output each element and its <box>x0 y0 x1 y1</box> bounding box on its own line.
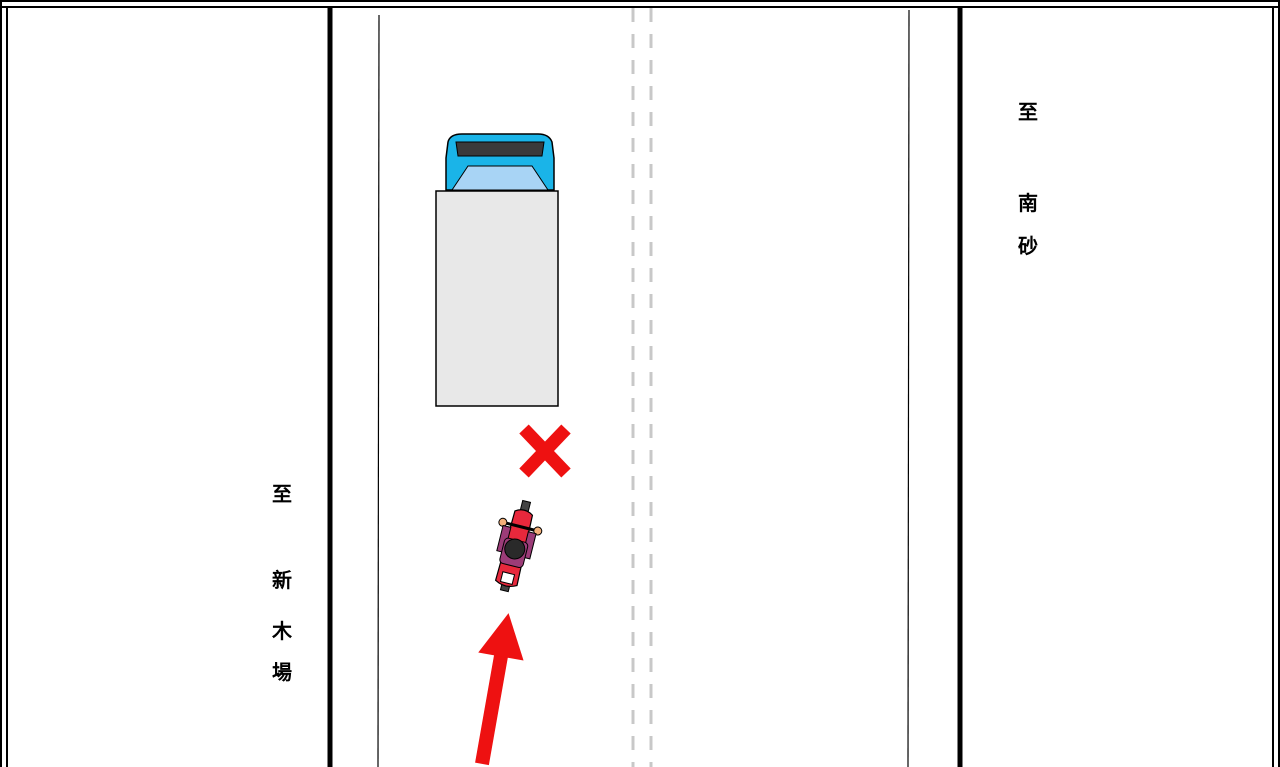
arrow-up-icon <box>475 613 524 766</box>
right-destination-to-label: 至 <box>1018 100 1038 124</box>
left-destination-char-3: 場 <box>272 660 292 684</box>
left-curb-line <box>377 14 380 767</box>
truck-roof <box>455 141 545 157</box>
left-destination-char-1: 新 <box>272 568 292 592</box>
motorcycle-icon <box>494 499 543 593</box>
right-curb-line <box>907 9 910 767</box>
truck-cargo <box>435 190 559 407</box>
x-mark-icon <box>519 424 571 478</box>
motorcycle-handlebar <box>502 520 539 533</box>
rider-helmet <box>504 538 526 560</box>
truck-icon <box>435 133 559 407</box>
center-line <box>631 8 653 767</box>
left-destination-to-label: 至 <box>272 482 292 506</box>
right-destination-char-1: 南 <box>1018 191 1038 215</box>
truck-windshield <box>451 165 549 191</box>
right-destination-char-2: 砂 <box>1018 234 1038 258</box>
left-destination-char-2: 木 <box>272 619 292 643</box>
motorcycle-rear-light <box>499 571 516 585</box>
motorcycle-mirror-right <box>533 526 543 536</box>
motorcycle-mirror-left <box>498 517 508 527</box>
